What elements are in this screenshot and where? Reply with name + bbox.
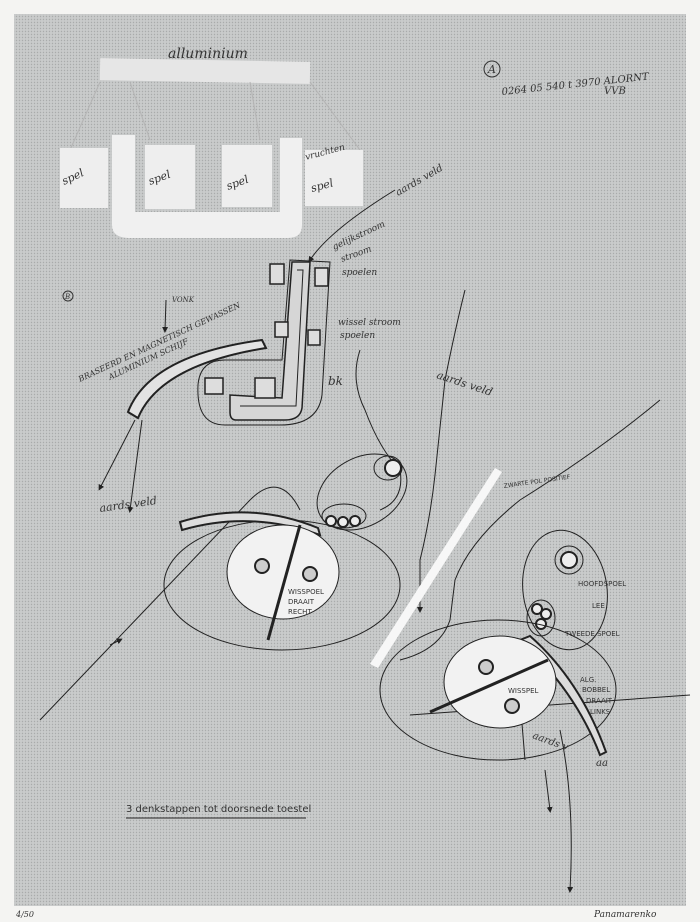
aa-label: aa xyxy=(596,758,608,769)
alg-label-1: ALG. xyxy=(580,676,596,684)
diagonal-bar xyxy=(370,468,502,668)
left-disc-axis xyxy=(266,524,302,641)
top-label: alluminium xyxy=(168,46,248,62)
spoelen-label-2: spoelen xyxy=(340,331,375,341)
aluminium-arc xyxy=(126,338,268,420)
j-coil-inner xyxy=(240,269,304,407)
coil-squares xyxy=(204,263,329,399)
small-pod xyxy=(316,453,408,531)
alg-label-2: BOBBEL xyxy=(582,686,610,694)
aluminium-bar xyxy=(99,58,311,84)
wisspoel-label-3: RECHT xyxy=(288,608,312,616)
alg-label-4: LINKS xyxy=(590,708,611,716)
field-lines xyxy=(39,189,691,893)
pod-ball-group xyxy=(321,503,367,529)
right-pod xyxy=(522,529,608,651)
wisselstroom-label: wissel stroom xyxy=(338,318,401,328)
right-disc-axis xyxy=(429,658,549,714)
caption: 3 denkstappen tot doorsnede toestel xyxy=(126,804,311,815)
vonk-label: VONK xyxy=(172,296,195,304)
j-coil xyxy=(229,261,311,421)
code-line-2: VVB xyxy=(604,86,626,97)
code-circle-letter: A xyxy=(487,63,496,76)
code-circle xyxy=(483,60,501,78)
wisspoel-label: WISSPOEL xyxy=(288,588,324,596)
wisspel-label: WISSPEL xyxy=(508,687,539,695)
lee-label: LEE xyxy=(592,602,605,610)
wisspoel-label-2: DRAAIT xyxy=(288,598,315,606)
pod-ball-3 xyxy=(349,515,361,527)
left-rail xyxy=(178,511,322,537)
j-coil-outline xyxy=(197,259,331,426)
left-disc xyxy=(226,524,340,620)
alg-label-3: DRAAIT xyxy=(586,697,613,705)
spoelen-label-1: spoelen xyxy=(342,268,377,278)
right-disc-hole-2 xyxy=(504,698,520,714)
right-orbit xyxy=(379,619,617,761)
right-disc-hole-1 xyxy=(478,659,494,675)
edition-number: 4/50 xyxy=(15,910,34,919)
right-pod-ball-1 xyxy=(531,603,543,615)
pod-ball-2 xyxy=(337,516,349,528)
left-disc-hole-2 xyxy=(302,566,318,582)
step-marker-circle xyxy=(62,290,74,302)
right-pod-group xyxy=(526,599,556,637)
artist-signature: Panamarenko xyxy=(593,910,657,920)
vonk-arrow xyxy=(162,299,169,333)
spel-blocks xyxy=(60,145,363,209)
step-marker: B xyxy=(64,293,70,301)
left-disc-hole-1 xyxy=(254,558,270,574)
spel-label-4: spel xyxy=(309,176,335,195)
bk-label: bk xyxy=(328,374,343,388)
hoofdspoel-label: HOOFDSPOEL xyxy=(578,580,626,588)
ghost-lines xyxy=(69,81,361,151)
tweede-spoel-label: TWEEDE SPOEL xyxy=(564,630,620,638)
u-shape xyxy=(112,135,302,238)
right-pod-ball-2 xyxy=(540,608,552,620)
right-pod-ball-big xyxy=(560,551,578,569)
pod-ball-big xyxy=(384,459,402,477)
right-pod-inner xyxy=(554,545,584,575)
